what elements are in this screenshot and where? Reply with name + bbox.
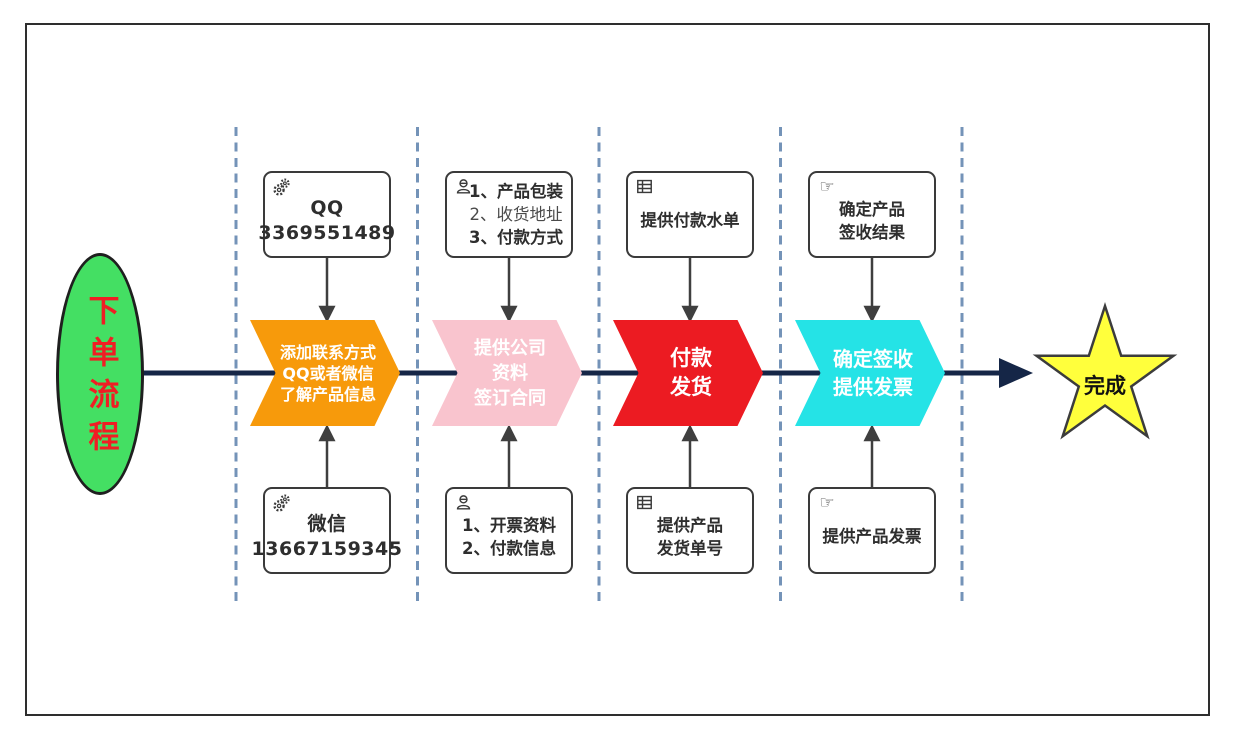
hand-icon: ☞ (819, 493, 835, 513)
note-line: 提供产品发票 (822, 527, 922, 546)
start-node-label: 下单流程 (82, 294, 119, 462)
step-label-line: 提供发票 (833, 375, 913, 399)
note-arrows (318, 258, 881, 487)
finish-node-label: 完成 (1084, 374, 1126, 398)
note-line: 1、开票资料 (462, 515, 556, 535)
note-box-order-info: 1、产品包装 2、收货地址 3、付款方式 (445, 171, 573, 258)
main-flow-arrowhead (999, 358, 1033, 388)
note-line: 微信 (307, 512, 347, 535)
step-label-line: 提供公司 (474, 337, 546, 359)
note-line: QQ (310, 196, 344, 219)
note-line: 发货单号 (657, 538, 723, 558)
note-box-confirm-receipt: ☞ 确定产品 签收结果 (808, 171, 936, 258)
start-node: 下单流程 (56, 253, 144, 495)
engineer-icon (454, 177, 474, 197)
hand-icon: ☞ (819, 177, 835, 197)
table-icon (635, 493, 655, 513)
note-line: 3、付款方式 (469, 228, 563, 247)
note-line: 3369551489 (258, 221, 396, 244)
step-label-line: 资料 (492, 362, 528, 384)
note-line: 提供产品 (657, 515, 723, 535)
engineer-icon (454, 493, 474, 513)
note-line: 提供付款水单 (640, 211, 740, 230)
step-chevron-contract: 提供公司 资料 签订合同 (432, 320, 582, 426)
note-line: 签收结果 (839, 222, 905, 242)
step-label-line: 添加联系方式 (279, 342, 376, 362)
note-box-wechat: 微信 13667159345 (252, 487, 402, 574)
note-line: 2、付款信息 (462, 538, 556, 558)
note-box-shipping-number: 提供产品 发货单号 (626, 487, 754, 574)
diagram-border (25, 23, 1210, 716)
step-label-line: 签订合同 (474, 387, 546, 409)
step-label-line: 了解产品信息 (279, 384, 376, 404)
step-label-line: QQ或者微信 (282, 363, 374, 383)
note-line: 2、收货地址 (469, 205, 563, 224)
finish-star (1032, 301, 1178, 440)
lane-dividers (234, 127, 964, 607)
table-icon (635, 177, 655, 197)
step-label-line: 发货 (670, 375, 712, 399)
step-label-line: 确定签收 (833, 347, 913, 371)
gears-icon (272, 493, 292, 513)
note-box-product-invoice: ☞ 提供产品发票 (808, 487, 936, 574)
note-box-qq: QQ 3369551489 (258, 171, 395, 258)
note-line: 确定产品 (839, 199, 905, 219)
gears-icon (272, 177, 292, 197)
note-box-invoice-info: 1、开票资料 2、付款信息 (445, 487, 573, 574)
note-line: 13667159345 (251, 537, 403, 560)
note-line: 1、产品包装 (469, 182, 563, 201)
note-box-payment-slip: 提供付款水单 (626, 171, 754, 258)
step-label-line: 付款 (670, 346, 712, 370)
